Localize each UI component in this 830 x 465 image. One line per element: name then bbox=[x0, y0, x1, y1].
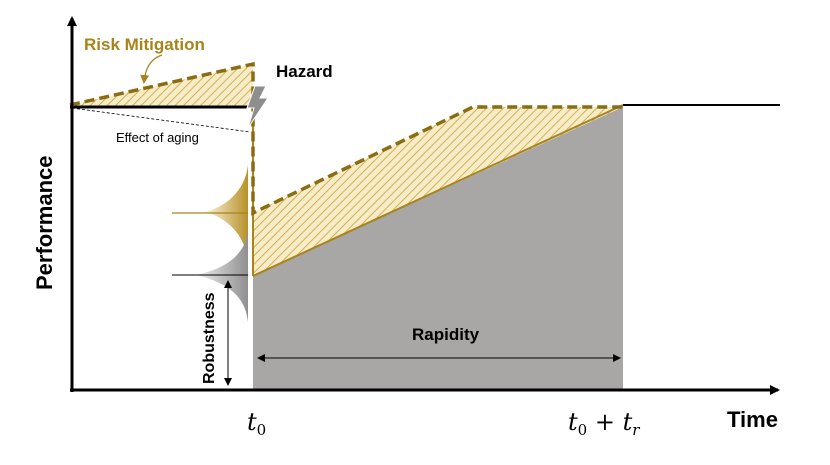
t0-tick-label: t0 bbox=[247, 408, 266, 439]
hazard-label: Hazard bbox=[276, 62, 333, 81]
x-axis-label: Time bbox=[727, 407, 778, 432]
risk-mitigation-label: Risk Mitigation bbox=[84, 35, 205, 54]
effect-of-aging-label: Effect of aging bbox=[116, 130, 199, 145]
mitigated-performance-curve bbox=[69, 61, 623, 216]
aging-line bbox=[71, 107, 251, 133]
t0-plus-tr-tick-label: t0 + tr bbox=[568, 408, 640, 439]
recovery-line bbox=[252, 104, 624, 277]
robustness-label: Robustness bbox=[201, 292, 218, 384]
hazard-bolt-icon bbox=[246, 85, 269, 129]
risk-mitigation-pointer bbox=[140, 54, 163, 84]
recovery-area bbox=[253, 105, 623, 390]
actual-distribution-bell bbox=[195, 230, 248, 322]
rapidity-label: Rapidity bbox=[412, 325, 480, 344]
y-axis-label: Performance bbox=[32, 155, 57, 290]
